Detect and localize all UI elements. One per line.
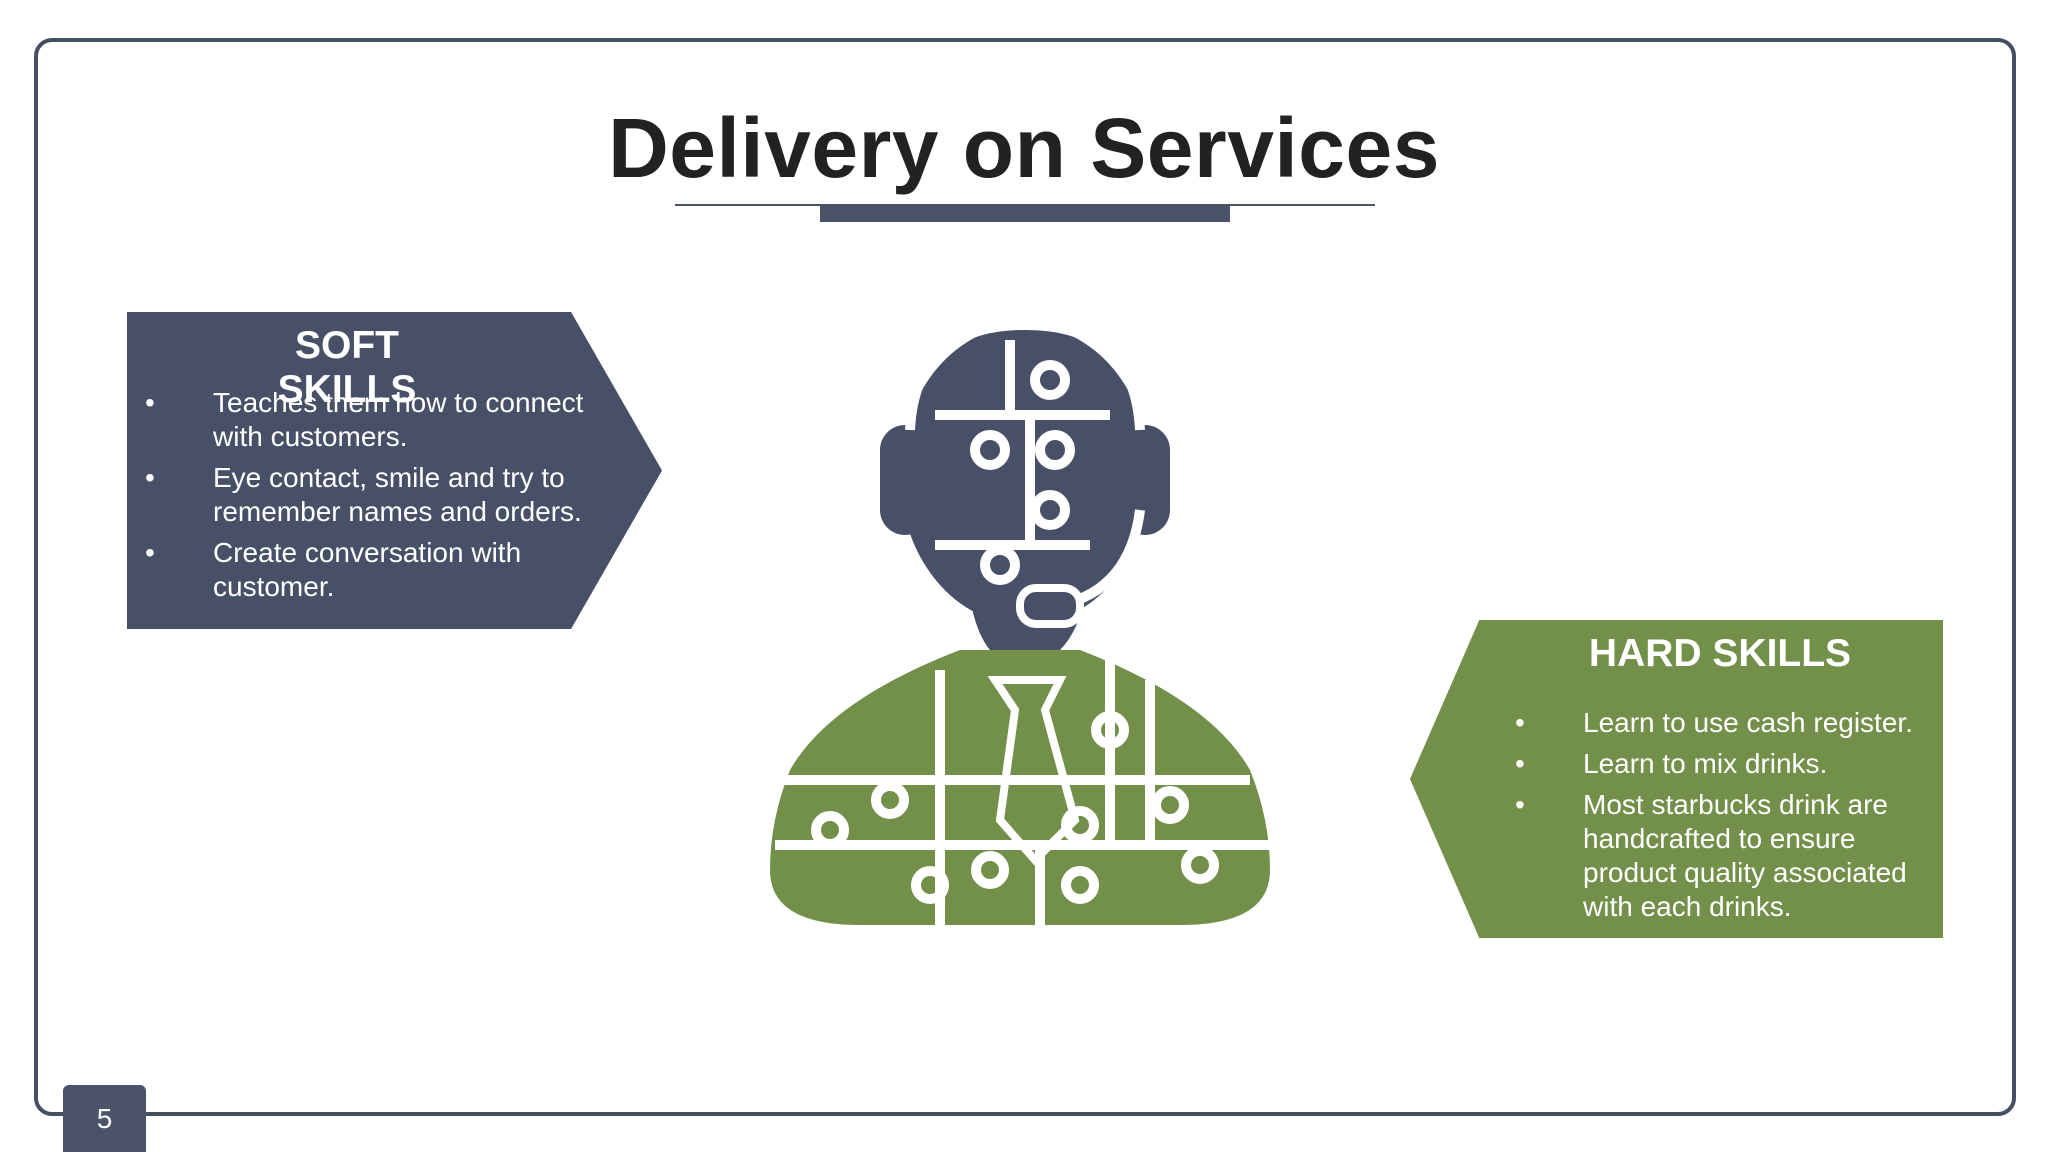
hard-skills-panel: HARD SKILLS • Learn to use cash register.…	[1410, 620, 1943, 938]
soft-skills-heading: SOFT SKILLS	[277, 324, 417, 411]
bullet-icon: •	[145, 387, 155, 418]
bullet-icon: •	[1515, 789, 1525, 820]
list-item: • Learn to use cash register.	[1515, 706, 1935, 740]
list-item: • Create conversation with customer.	[145, 536, 585, 604]
list-item-text: Eye contact, smile and try to remember n…	[213, 462, 582, 527]
bullet-icon: •	[1515, 748, 1525, 779]
soft-skills-panel: SOFT SKILLS • Teaches them how to connect…	[127, 312, 662, 629]
list-item-text: Most starbucks drink are handcrafted to …	[1583, 789, 1907, 922]
list-item-text: Learn to mix drinks.	[1583, 748, 1828, 779]
list-item: • Eye contact, smile and try to remember …	[145, 461, 585, 529]
list-item-text: Teaches them how to connect with custome…	[213, 387, 584, 452]
soft-skills-list: • Teaches them how to connect with custom…	[145, 386, 585, 611]
title-accent-bar	[820, 204, 1230, 222]
list-item-text: Create conversation with customer.	[213, 537, 522, 602]
page-number: 5	[63, 1085, 146, 1152]
list-item: • Most starbucks drink are handcrafted to…	[1515, 788, 1935, 924]
customer-service-agent-puzzle-icon	[770, 319, 1270, 925]
list-item: • Learn to mix drinks.	[1515, 747, 1935, 781]
hard-skills-heading: HARD SKILLS	[1588, 632, 1852, 675]
list-item-text: Learn to use cash register.	[1583, 707, 1913, 738]
list-item: • Teaches them how to connect with custom…	[145, 386, 585, 454]
hard-skills-list: • Learn to use cash register. • Learn to m…	[1515, 706, 1935, 931]
bullet-icon: •	[145, 537, 155, 568]
bullet-icon: •	[1515, 707, 1525, 738]
slide-title: Delivery on Services	[608, 101, 1440, 195]
bullet-icon: •	[145, 462, 155, 493]
